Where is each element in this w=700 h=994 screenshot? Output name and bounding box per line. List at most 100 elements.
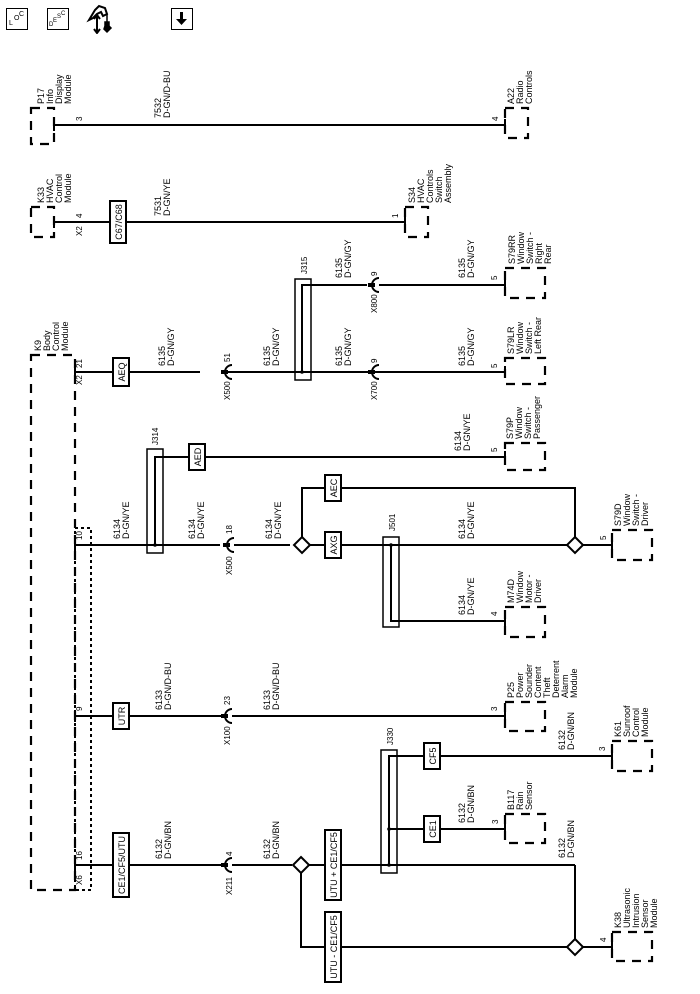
diagram-geometry: [29, 106, 654, 983]
option-ce1cf5utu-label: CE1/CF5/UTU: [117, 836, 127, 894]
x500-51-pin: [221, 370, 228, 374]
s79lr-pin: 5: [490, 363, 499, 368]
x211-4-pin: 4: [225, 851, 234, 856]
x100-23-id: X100: [223, 726, 232, 745]
p25-label-line: Deterrent: [551, 660, 561, 698]
option-axg-box: [324, 531, 342, 559]
wire-6135-e-color: D-GN/GY: [343, 327, 353, 366]
j330-pack: [380, 749, 398, 874]
option-c67c68-box: [109, 200, 127, 244]
p17-label-id: P17: [36, 88, 46, 104]
wire-6134-a-circuit: 6134: [112, 519, 122, 539]
wire-6133-a-circuit: 6133: [154, 690, 164, 710]
k38-label-line: Intrusion: [631, 893, 641, 928]
k9-pin-10: 10: [75, 531, 84, 540]
wire-6134-d-color: D-GN/YE: [273, 501, 283, 539]
wire-6135-a-color: D-GN/GY: [166, 327, 176, 366]
b117-label-line: Rain: [515, 791, 525, 810]
x211-4-pin: [221, 863, 228, 867]
wire-segment: [388, 755, 612, 865]
splice-node: [153, 543, 157, 547]
k38-label-line: Sensor: [640, 899, 650, 928]
split-6134-a: [292, 535, 312, 555]
wire-6135-d-color: D-GN/GY: [466, 239, 476, 278]
j501-pack: [382, 536, 400, 628]
wire-6135-f-color: D-GN/GY: [466, 327, 476, 366]
wire-6134-f-color: D-GN/YE: [466, 577, 476, 615]
k9-label-line: Body: [42, 330, 52, 351]
s79rr-label-line: Switch -: [525, 232, 535, 264]
k33-label-line: Module: [63, 173, 73, 203]
s79p-box: [503, 441, 547, 472]
x500-18-id: X500: [225, 556, 234, 575]
wire-6135-a-circuit: 6135: [157, 346, 167, 366]
splice-node: [300, 370, 304, 374]
s79p-label-line: Window: [514, 406, 524, 439]
wire-6135-c-circuit: 6135: [334, 258, 344, 278]
x500-51-pin: 51: [223, 353, 232, 362]
s79p-label-line: Switch -: [523, 407, 533, 439]
s79p-label-id: S79P: [505, 417, 515, 439]
wire-6132-d-circuit: 6132: [457, 803, 467, 823]
wire-segment: [301, 487, 576, 537]
k38-label-line: Module: [649, 898, 659, 928]
wire-7532-circuit: 7532: [153, 98, 163, 118]
s79rr-label-line: Window: [516, 231, 526, 264]
m74d-box: [503, 605, 547, 639]
k61-box: [610, 739, 654, 773]
k33-box: [29, 205, 56, 239]
wire-6132-c-circuit: 6132: [557, 730, 567, 750]
s79d-label-line: Window: [622, 493, 632, 526]
option-utu-plus-label: UTU + CE1/CF5: [329, 832, 339, 898]
m74d-label-id: M74D: [506, 578, 516, 603]
p17-box: [29, 106, 56, 146]
s79d-pin: 5: [599, 535, 608, 540]
a22-pin: 4: [491, 116, 500, 121]
x500-18-pin: [223, 543, 230, 547]
x700-9-pin: [368, 370, 375, 374]
wire-6135-f-circuit: 6135: [457, 346, 467, 366]
wire-6132-a-circuit: 6132: [154, 839, 164, 859]
b117-pin: 3: [491, 819, 500, 824]
option-axg-label: AXG: [329, 535, 339, 554]
svg-text:C: C: [61, 11, 66, 17]
p17-pin: 3: [75, 116, 84, 121]
k9-connector-x2: X2: [75, 375, 84, 385]
p25-label-line: Theft: [542, 677, 552, 698]
wire-6133-a-color: D-GN/D-BU: [163, 663, 173, 711]
tools-button[interactable]: [85, 4, 125, 35]
wire-segment: [154, 456, 505, 545]
wire-6134-c-circuit: 6134: [187, 519, 197, 539]
option-ce1-box: [423, 815, 441, 843]
svg-text:E: E: [53, 18, 57, 24]
p25-label-line: Alarm: [560, 674, 570, 698]
k61-pin: 3: [598, 746, 607, 751]
wire-6135-e-circuit: 6135: [334, 346, 344, 366]
connector-wrench-icon: [86, 4, 113, 35]
p25-label-line: Content: [533, 666, 543, 698]
download-button[interactable]: [171, 8, 193, 30]
x211-4-id: X211: [225, 876, 234, 895]
wire-6135-b-color: D-GN/GY: [271, 327, 281, 366]
p17-label-line: Display: [54, 74, 64, 104]
s79rr-box: [503, 266, 547, 300]
option-ce1cf5utu-box: [112, 832, 130, 898]
x100-23-pin: [221, 714, 228, 718]
wire-6134-f-circuit: 6134: [457, 595, 467, 615]
k33-label-line: HVAC: [45, 178, 55, 203]
j501-label: J501: [388, 513, 397, 531]
p17-label-line: Info: [45, 89, 55, 104]
wire-6134-e-color: D-GN/YE: [466, 501, 476, 539]
wire-segment: [300, 873, 567, 948]
k38-pin: 4: [599, 937, 608, 942]
splice-node: [387, 863, 391, 867]
k61-label-line: Sunroof: [622, 705, 632, 737]
s79rr-label-id: S79RR: [507, 234, 517, 264]
m74d-label-line: Motor -: [524, 574, 534, 603]
wire-segment: [301, 284, 367, 372]
split-6132-b: [565, 937, 585, 957]
